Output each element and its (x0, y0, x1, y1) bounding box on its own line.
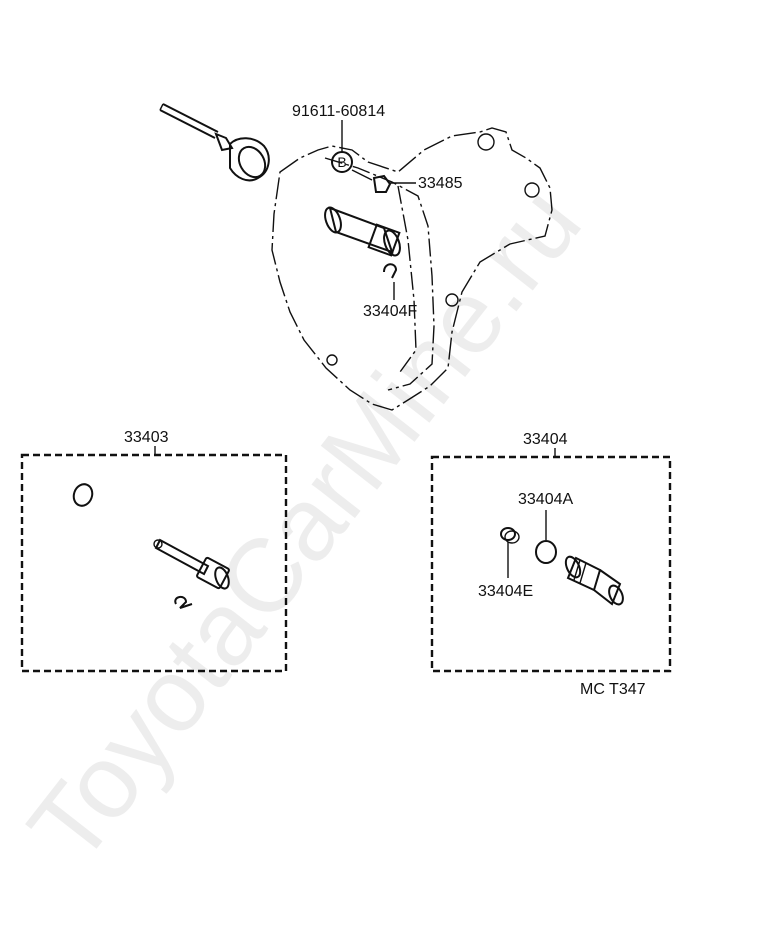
label-bolt: 91611-60814 (292, 103, 385, 120)
speedometer-cable (159, 103, 270, 182)
retainer-33404E (500, 527, 516, 541)
clip-33485: 33485 (351, 169, 463, 193)
driven-gear-assembly (324, 206, 401, 257)
clip-left (174, 596, 193, 609)
label-clip: 33485 (418, 175, 463, 192)
sleeve (564, 555, 624, 606)
bolt-marker-letter: B (337, 154, 346, 170)
watermark-text: ToyotaCarMine.ru (7, 166, 604, 884)
kit-33403: 33403 (20, 429, 288, 673)
kit-33404: 33404 33404A 33404E MC T347 (430, 431, 672, 698)
label-kit-right: 33404 (523, 431, 568, 448)
bolt-91611-60814: B 91611-60814 (292, 103, 385, 173)
label-retainer: 33404E (478, 583, 533, 600)
oring-33404A (535, 540, 557, 564)
label-oring: 33404A (518, 491, 573, 508)
label-snap: 33404F (363, 303, 417, 320)
figure-code: MC T347 (580, 681, 646, 698)
label-kit-left: 33403 (124, 429, 169, 446)
snap-ring-33404F: 33404F (363, 263, 417, 320)
transaxle-housing (271, 127, 553, 411)
oring-left (72, 483, 94, 507)
